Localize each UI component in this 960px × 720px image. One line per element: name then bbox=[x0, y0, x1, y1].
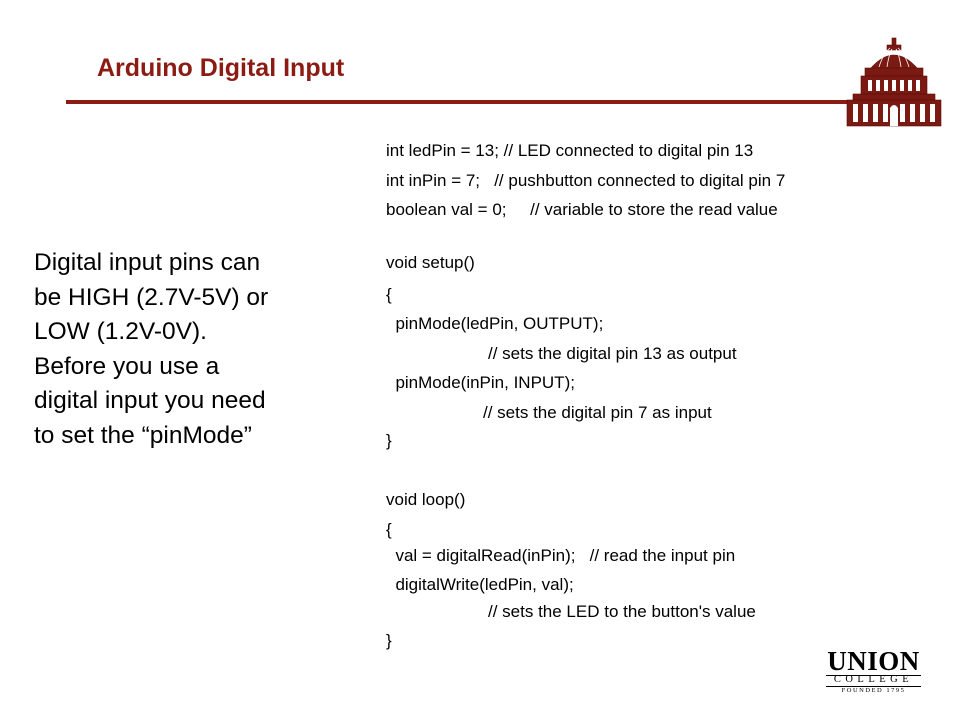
code-line: } bbox=[386, 431, 392, 450]
code-line: // sets the digital pin 13 as output bbox=[488, 344, 737, 363]
logo-rule bbox=[826, 686, 921, 687]
code-line: void setup() bbox=[386, 253, 475, 272]
college-dome-icon bbox=[846, 37, 942, 127]
slide-title: Arduino Digital Input bbox=[97, 54, 345, 82]
code-line: boolean val = 0; // variable to store th… bbox=[386, 200, 778, 219]
code-line: // sets the digital pin 7 as input bbox=[483, 403, 712, 422]
code-line: digitalWrite(ledPin, val); bbox=[386, 575, 574, 594]
code-line: val = digitalRead(inPin); // read the in… bbox=[386, 546, 736, 565]
body-text: Digital input pins can be HIGH (2.7V-5V)… bbox=[34, 246, 364, 453]
code-line: { bbox=[386, 520, 392, 539]
code-line: { bbox=[386, 285, 392, 304]
body-line: Digital input pins can bbox=[34, 249, 261, 276]
logo-subtitle: COLLEGE bbox=[833, 674, 914, 685]
body-line: digital input you need bbox=[34, 387, 266, 414]
logo-name: UNION bbox=[827, 646, 920, 676]
logo-founded: FOUNDED 1795 bbox=[841, 687, 906, 694]
code-line: void loop() bbox=[386, 490, 466, 509]
body-line: Before you use a bbox=[34, 352, 220, 380]
code-line: // sets the LED to the button's value bbox=[488, 602, 756, 621]
logo-rule bbox=[826, 675, 921, 676]
code-line: int inPin = 7; // pushbutton connected t… bbox=[386, 171, 786, 190]
code-line: } bbox=[386, 631, 392, 650]
code-line: int ledPin = 13; // LED connected to dig… bbox=[386, 141, 754, 160]
body-line: be HIGH (2.7V-5V) or bbox=[34, 283, 269, 311]
body-line: to set the “pinMode” bbox=[34, 421, 252, 449]
union-college-logo: UNION COLLEGE FOUNDED 1795 bbox=[826, 646, 921, 694]
title-divider bbox=[66, 100, 850, 104]
body-line: LOW (1.2V-0V). bbox=[34, 318, 207, 345]
code-line: pinMode(inPin, INPUT); bbox=[386, 373, 575, 392]
code-line: pinMode(ledPin, OUTPUT); bbox=[386, 314, 604, 333]
